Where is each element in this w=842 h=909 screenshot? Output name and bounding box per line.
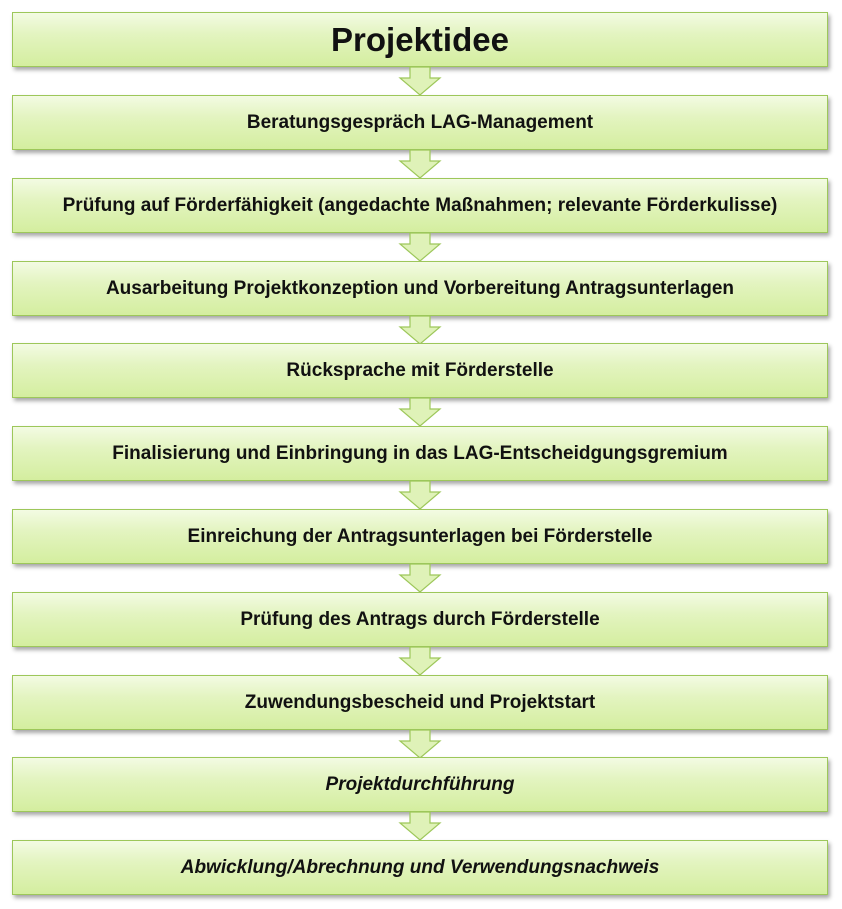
step-settlement: Abwicklung/Abrechnung und Verwendungsnac…: [12, 840, 828, 895]
step-application-review: Prüfung des Antrags durch Förderstelle: [12, 592, 828, 647]
step-project-conception: Ausarbeitung Projektkonzeption und Vorbe…: [12, 261, 828, 316]
step-consult-funding-body: Rücksprache mit Förderstelle: [12, 343, 828, 398]
step-grant-notice: Zuwendungsbescheid und Projektstart: [12, 675, 828, 730]
step-label: Finalisierung und Einbringung in das LAG…: [112, 442, 728, 464]
down-arrow-icon: [398, 563, 442, 593]
down-arrow-icon: [398, 232, 442, 262]
step-eligibility-check: Prüfung auf Förderfähigkeit (angedachte …: [12, 178, 828, 233]
step-label: Prüfung auf Förderfähigkeit (angedachte …: [62, 194, 778, 216]
step-label: Projektidee: [331, 20, 509, 58]
step-label: Rücksprache mit Förderstelle: [286, 359, 554, 381]
step-consultation: Beratungsgespräch LAG-Management: [12, 95, 828, 150]
down-arrow-icon: [398, 811, 442, 841]
step-project-idea: Projektidee: [12, 12, 828, 67]
down-arrow-icon: [398, 397, 442, 427]
step-label: Einreichung der Antragsunterlagen bei Fö…: [187, 525, 653, 547]
down-arrow-icon: [398, 480, 442, 510]
down-arrow-icon: [398, 66, 442, 96]
down-arrow-icon: [398, 149, 442, 179]
step-label: Ausarbeitung Projektkonzeption und Vorbe…: [105, 277, 735, 299]
step-label: Prüfung des Antrags durch Förderstelle: [240, 608, 600, 630]
down-arrow-icon: [398, 646, 442, 676]
step-submission: Einreichung der Antragsunterlagen bei Fö…: [12, 509, 828, 564]
step-finalization: Finalisierung und Einbringung in das LAG…: [12, 426, 828, 481]
step-label: Abwicklung/Abrechnung und Verwendungsnac…: [180, 856, 660, 878]
down-arrow-icon: [398, 315, 442, 345]
down-arrow-icon: [398, 729, 442, 759]
step-label: Zuwendungsbescheid und Projektstart: [244, 691, 596, 713]
step-label: Projektdurchführung: [325, 773, 515, 795]
step-project-execution: Projektdurchführung: [12, 757, 828, 812]
step-label: Beratungsgespräch LAG-Management: [246, 111, 594, 133]
